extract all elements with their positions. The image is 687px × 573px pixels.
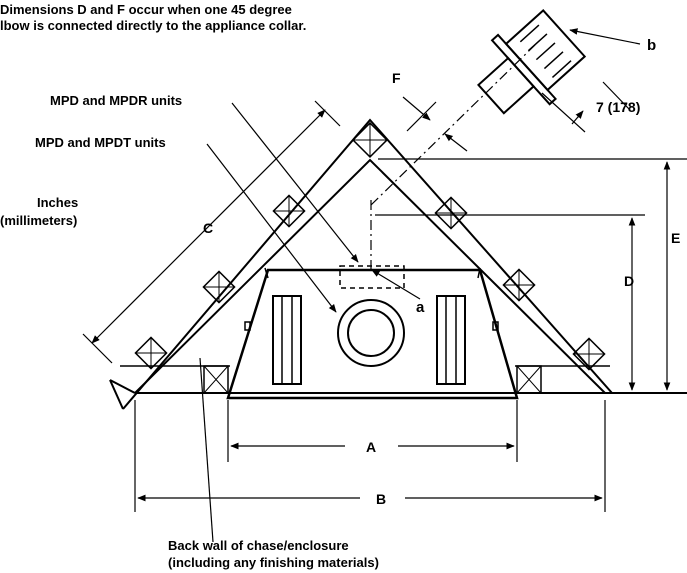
dimension-a-label: A xyxy=(366,439,376,455)
back-wall-label-line-2: (including any finishing materials) xyxy=(168,555,379,570)
dimension-b xyxy=(134,400,606,512)
dimension-e-label: E xyxy=(671,230,680,246)
units-label-line-1: Inches xyxy=(37,195,78,210)
stud-right-1 xyxy=(434,196,468,230)
framing-studs xyxy=(134,121,606,394)
dimension-offset-label: 7 (178) xyxy=(596,99,640,115)
callout-mpd-mpdr: MPD and MPDR units xyxy=(50,93,182,108)
stud-top xyxy=(351,121,389,159)
dimension-b-label: B xyxy=(376,491,386,507)
callout-a: a xyxy=(416,299,425,316)
dimension-c-label: C xyxy=(203,220,213,236)
termination-cap xyxy=(477,9,587,115)
callout-mpd-mpdt: MPD and MPDT units xyxy=(35,135,166,150)
chase-walls xyxy=(109,118,687,410)
dimension-c xyxy=(82,100,341,364)
back-wall-label-line-1: Back wall of chase/enclosure xyxy=(168,538,349,553)
flue-collar xyxy=(337,299,405,367)
stud-right-2 xyxy=(502,268,536,302)
dimension-a xyxy=(227,400,518,462)
vent-centerlines xyxy=(370,44,536,270)
stud-right-3 xyxy=(572,337,606,371)
stud-left-1 xyxy=(272,194,306,228)
dimension-f xyxy=(402,96,468,152)
stud-floor-right xyxy=(516,365,542,394)
dimension-offset xyxy=(541,81,631,133)
dimension-d-label: D xyxy=(624,273,634,289)
units-label-line-2: (millimeters) xyxy=(0,213,77,228)
dimension-d xyxy=(375,214,645,391)
callout-leaders xyxy=(199,28,641,543)
rear-vent-collar xyxy=(339,265,405,289)
note-line-2: lbow is connected directly to the applia… xyxy=(0,18,306,33)
dimension-e xyxy=(378,158,687,391)
stud-floor-left xyxy=(203,365,229,394)
stud-left-3 xyxy=(134,336,168,370)
callout-b: b xyxy=(647,37,656,54)
left-vent-grille xyxy=(272,295,302,385)
appliance-body xyxy=(226,265,519,400)
note-line-1: Dimensions D and F occur when one 45 deg… xyxy=(0,2,292,17)
right-vent-grille xyxy=(436,295,466,385)
dimension-f-label: F xyxy=(392,70,401,86)
